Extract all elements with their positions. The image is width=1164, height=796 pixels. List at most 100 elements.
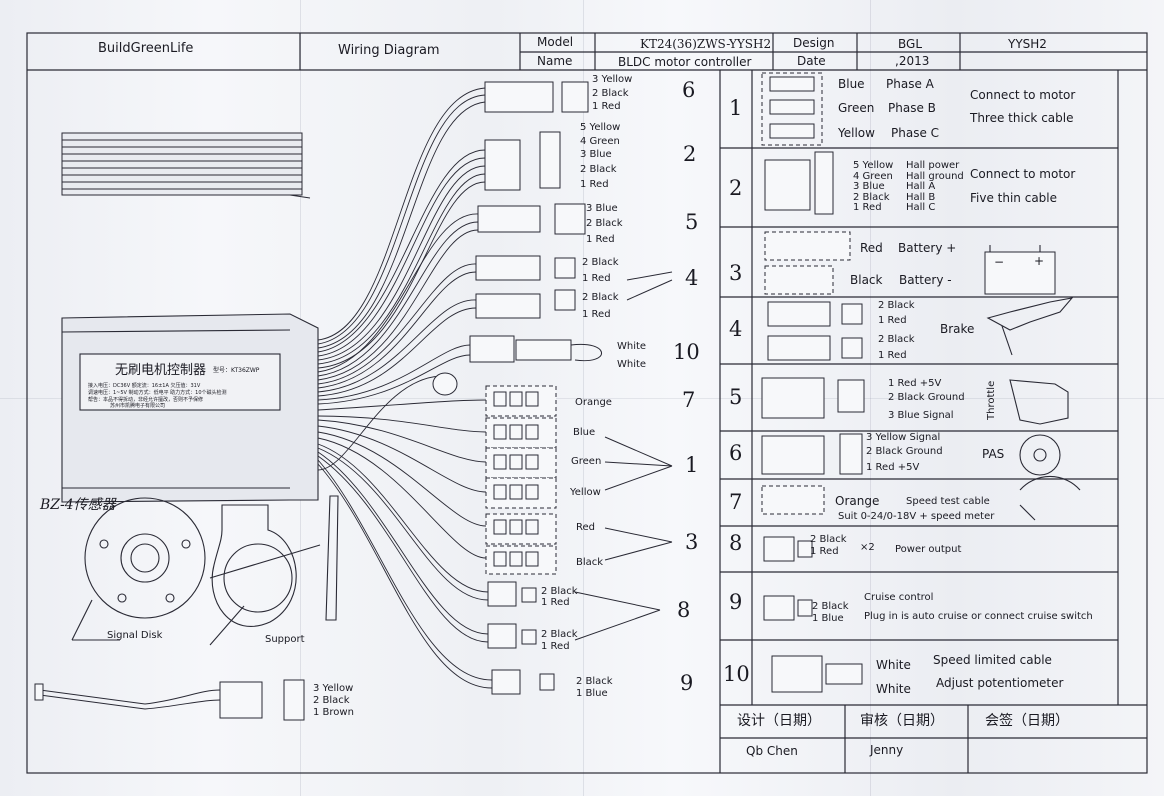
row-2-text: 5 Yellow [853,160,894,171]
row-2-text: 4 Green [853,171,893,182]
sensor-cable [34,679,305,721]
row-1-number: 1 [729,96,743,120]
connector-9-number: 9 [680,671,694,695]
row-9-desc: Plug in is auto cruise or connect cruise… [864,611,1093,622]
connector-4-wire: 1 Red [582,273,611,284]
row-1-desc: Three thick cable [970,111,1074,125]
row-2-text: 2 Black [853,192,890,203]
date-label: Date [797,54,826,68]
row-1-desc: Connect to motor [970,88,1076,102]
connector-8-number: 8 [677,598,691,622]
sensor-wire: 3 Yellow [313,683,354,694]
connector-3-number: 3 [685,530,699,554]
connector-5-wire: 1 Red [586,234,615,245]
design-label: Design [793,36,835,50]
connector-4-wire: 2 Black [582,257,619,268]
connector-9-wire: 1 Blue [576,688,608,699]
row-2-text: Hall A [906,181,936,192]
row-8-text: ×2 [860,542,875,553]
battery-minus-icon: − [994,255,1005,269]
connector-4-wire: 1 Red [582,309,611,320]
connector-7-wire: Orange [575,397,612,408]
sensor-wire: 1 Brown [313,707,354,718]
row-5-text: 1 Red +5V [888,378,942,389]
row-2-text: Hall power [906,160,960,171]
connector-2-wire: 3 Blue [580,149,612,160]
sensor-title: BZ-4传感器 [40,497,116,513]
table-device-icons [986,245,1081,521]
row-2-text: 3 Blue [853,181,885,192]
connector-9-wire: 2 Black [576,676,613,687]
signal-disk-label: Signal Disk [107,630,163,641]
row-2-desc: Five thin cable [970,191,1058,205]
sensor-wire: 2 Black [313,695,350,706]
row-10-number: 10 [723,662,750,686]
name-label: Name [537,54,573,68]
connector-8-wire: 2 Black [541,629,578,640]
controller-side-view [61,132,311,199]
model-value: KT24(36)ZWS-YYSH2 [640,37,772,51]
row-10-text: White [876,682,911,696]
controller-spec-line: 接入电压：DC36V 额定流：16±1A 欠压值：31V [88,383,201,389]
signal-disk [71,497,206,641]
name-value: BLDC motor controller [618,55,752,69]
connector-6-wire: 2 Black [592,88,629,99]
connector-2-number: 2 [683,142,697,166]
controller-spec-line: 调速电压：1~5V 制动方式：低电平 助力方式：10个磁头检测 [88,390,227,396]
row-4-desc: Brake [940,322,975,336]
connector-1-wire: Blue [573,427,596,438]
row-2-text: Hall C [906,202,936,213]
connector-8-wire: 1 Red [541,641,570,652]
connector-5-wire: 2 Black [586,218,623,229]
design-code: YYSH2 [1008,37,1047,51]
row-1-text: Yellow [838,126,875,140]
row-3-text: Battery + [898,241,957,255]
row-3-number: 3 [729,261,743,285]
battery-plus-icon: + [1034,254,1045,268]
connector-1-wire: Green [571,456,602,467]
row-6-number: 6 [729,441,743,465]
connector-6-wire: 1 Red [592,101,621,112]
row-8-number: 8 [729,531,743,555]
pin-marks [493,271,673,641]
controller-spec-line: 苏州市凯腾电子有限公司 [110,403,166,409]
row-10-text: White [876,658,911,672]
connector-5-number: 5 [685,210,699,234]
row-1-text: Green [838,101,875,115]
row-9-desc: Cruise control [864,592,934,603]
row-4-text: 1 Red [878,350,907,361]
row-2-number: 2 [729,176,743,200]
connector-2-wire: 2 Black [580,164,617,175]
connector-6-number: 6 [682,78,696,102]
row-2-desc: Connect to motor [970,167,1076,181]
connector-3-wire: Black [576,557,604,568]
connector-2-wire: 1 Red [580,179,609,190]
footer-reviewer: Jenny [870,743,904,757]
row-5-text: 2 Black Ground [888,392,965,403]
connector-2-wire: 4 Green [580,136,620,147]
row-4-number: 4 [729,317,743,341]
connector-5-wire: 3 Blue [586,203,618,214]
row-7-text: Suit 0-24/0-18V + speed meter [838,511,995,522]
row-1-text: Phase A [886,77,934,91]
connector-1-number: 1 [685,453,699,477]
row-6-text: 1 Red +5V [866,462,920,473]
page-title: Wiring Diagram [338,43,440,58]
date-value: ,2013 [895,54,930,68]
row-1-text: Phase C [891,126,940,140]
row-10-desc: Adjust potentiometer [936,676,1064,690]
row-10-desc: Speed limited cable [933,653,1052,667]
connector-8-wire: 2 Black [541,586,578,597]
row-4-text: 1 Red [878,315,907,326]
connector-10-wire: White [617,359,647,370]
row-6-text: 3 Yellow Signal [866,432,941,443]
outer-frame [26,32,1148,774]
company-name: BuildGreenLife [98,41,194,56]
design-value: BGL [898,37,923,51]
footer-review-label: 审核（日期） [860,713,944,729]
connector-3-wire: Red [576,522,595,533]
row-5-desc: Throttle [986,380,997,420]
controller-model-tag: 型号：KT36ZWP [213,367,260,374]
